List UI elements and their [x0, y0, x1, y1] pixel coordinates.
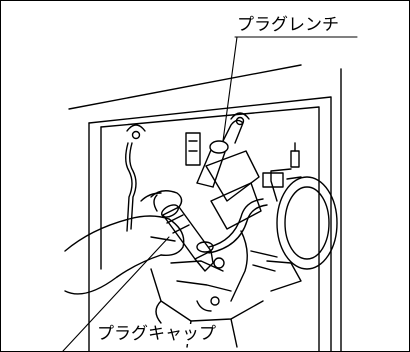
leader-lines: [62, 36, 358, 351]
chassis-panel: [68, 64, 342, 351]
hand: [64, 190, 185, 295]
plug-wrench-leader: [222, 36, 238, 142]
plug-cap-label: プラグキャップ: [95, 324, 218, 344]
ignition-wire: [208, 198, 268, 254]
plug-cap-leader: [62, 236, 170, 351]
plug-wrench-label: プラグレンチ: [235, 15, 341, 35]
plug-cap: [161, 204, 214, 272]
engine-block: [230, 142, 338, 302]
plug-wrench: [196, 119, 244, 188]
bracket: [185, 132, 262, 230]
